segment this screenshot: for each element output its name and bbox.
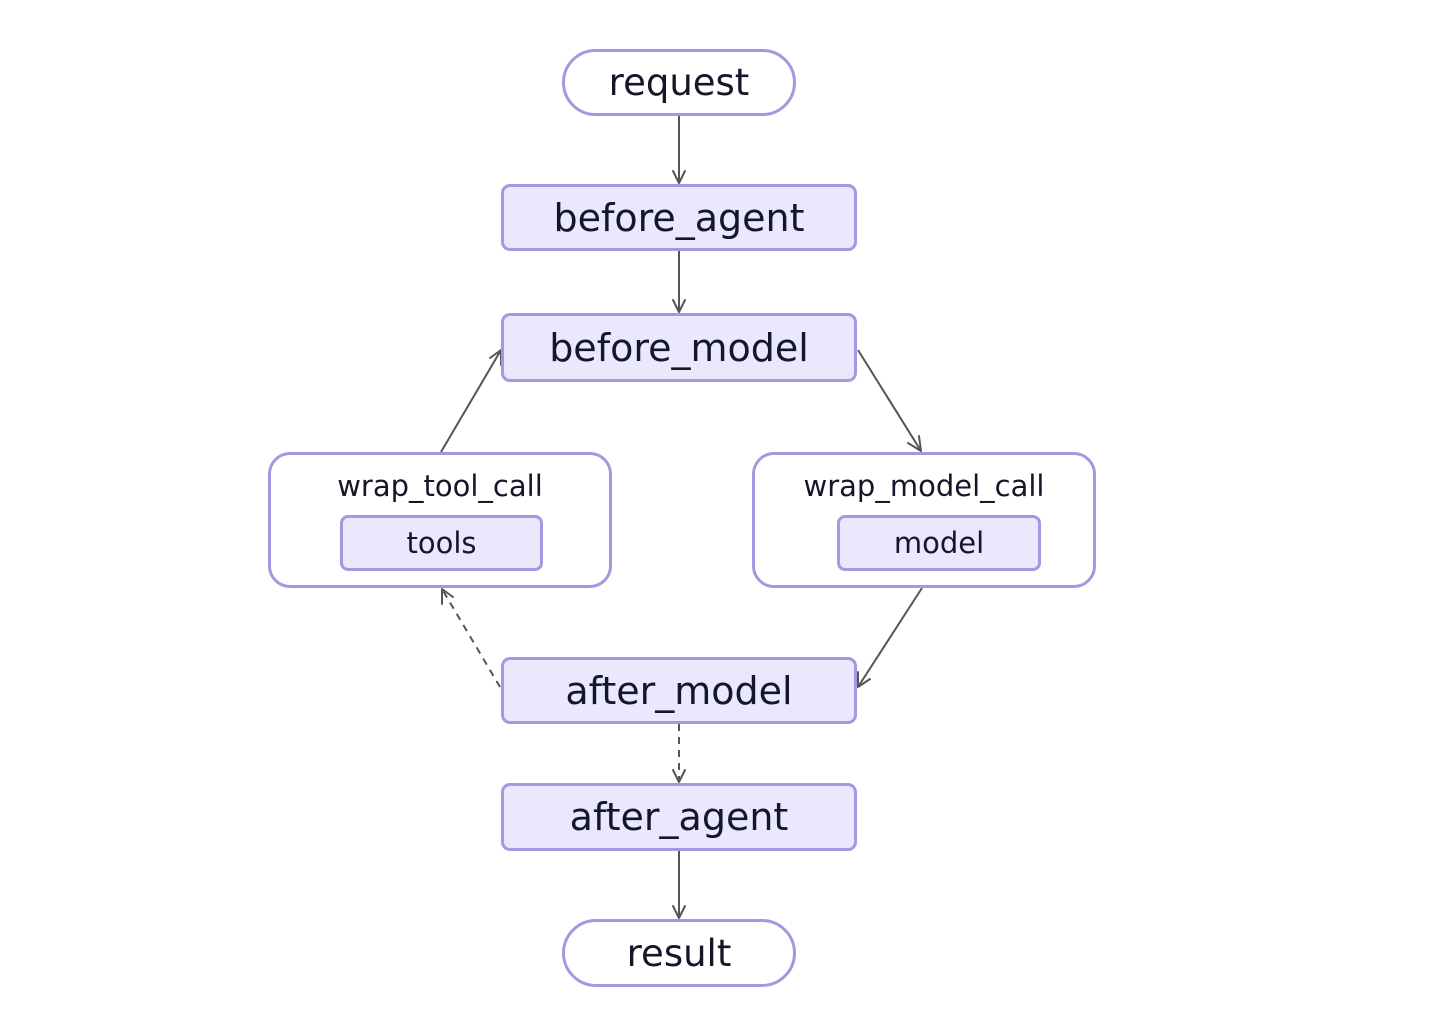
wrap-model-call-label: wrap_model_call xyxy=(803,469,1045,503)
arrowhead-wrap-model-call xyxy=(907,435,922,452)
node-model: model xyxy=(837,515,1041,571)
arrowhead-before-agent xyxy=(672,170,686,184)
edge-after-model-to-wrap-tool-call xyxy=(441,588,501,688)
node-result: result xyxy=(562,919,796,987)
edge-wrap-tool-call-to-before-model xyxy=(440,349,502,453)
arrowhead-before-model xyxy=(672,299,686,313)
node-before-model: before_model xyxy=(501,313,857,382)
arrowhead-after-model xyxy=(857,671,871,688)
node-wrap-tool-call: wrap_tool_call tools xyxy=(268,452,612,588)
edge-wrap-model-call-to-after-model xyxy=(857,587,923,688)
arrowhead-result xyxy=(672,905,686,919)
arrowhead-wrap-tool-call xyxy=(441,588,454,605)
node-request: request xyxy=(562,49,796,116)
node-wrap-model-call: wrap_model_call model xyxy=(752,452,1096,588)
wrap-tool-call-label: wrap_tool_call xyxy=(337,469,543,503)
node-after-model: after_model xyxy=(501,657,857,724)
node-tools: tools xyxy=(340,515,543,571)
edge-before-model-to-wrap-model-call xyxy=(857,349,922,452)
arrowhead-after-agent xyxy=(672,769,686,783)
node-after-agent: after_agent xyxy=(501,783,857,851)
node-before-agent: before_agent xyxy=(501,184,857,251)
